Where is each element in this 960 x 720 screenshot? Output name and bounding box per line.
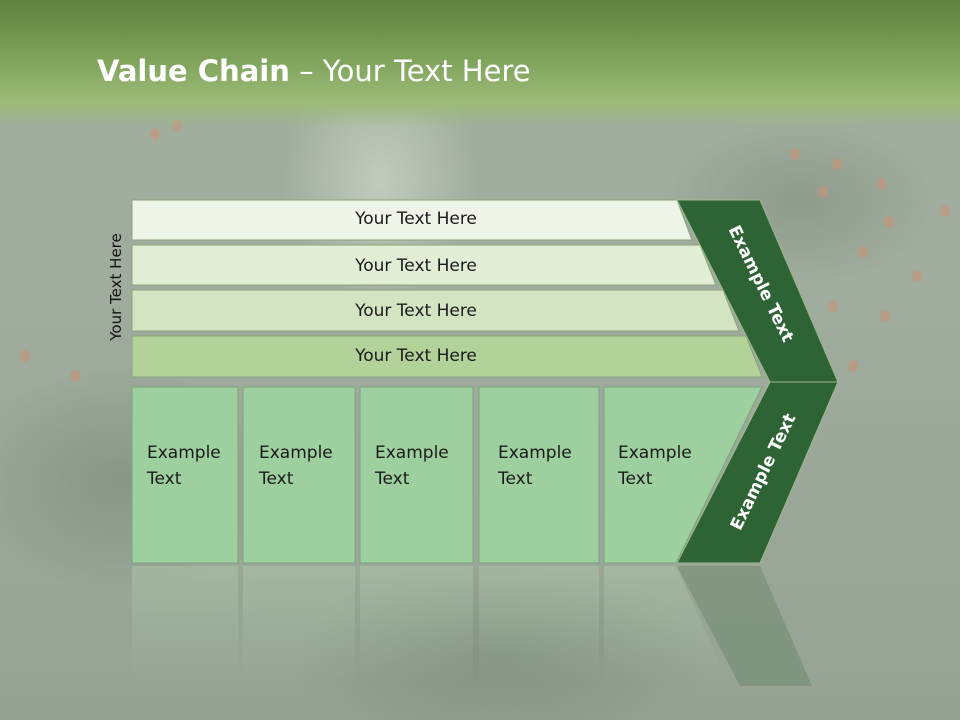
band-4-label: Your Text Here (355, 346, 477, 366)
title-rest: – Your Text Here (289, 54, 531, 88)
flower-decoration (884, 216, 894, 228)
band-2 (131, 244, 717, 286)
flower-decoration (790, 148, 800, 160)
cell-3 (359, 386, 474, 564)
band-1-label: Your Text Here (355, 209, 477, 229)
cell-1 (131, 386, 239, 564)
band-3-label: Your Text Here (355, 301, 477, 321)
diagram-reflection (0, 566, 960, 720)
cell-4 (478, 386, 600, 564)
flower-decoration (912, 270, 922, 282)
cell-1-line1: Example (147, 443, 221, 463)
cell-2-line1: Example (259, 443, 333, 463)
chevron-bottom (676, 381, 839, 564)
cell-3-line2: Text (375, 469, 410, 489)
flower-decoration (876, 178, 886, 190)
flower-decoration (150, 128, 160, 140)
flower-decoration (940, 205, 950, 217)
band-2-label: Your Text Here (355, 256, 477, 276)
band-3 (131, 289, 740, 332)
cell-2-line2: Text (259, 469, 294, 489)
reflection-shapes (132, 566, 812, 686)
slide-title: Value Chain – Your Text Here (97, 54, 531, 88)
flower-decoration (70, 370, 80, 382)
flower-decoration (20, 350, 30, 362)
cell-1-line2: Text (147, 469, 182, 489)
cell-4-line1: Example (498, 443, 572, 463)
band-1 (131, 199, 693, 241)
cell-5-line1: Example (618, 443, 692, 463)
band-4 (131, 335, 763, 378)
title-bold: Value Chain (97, 54, 290, 88)
flower-decoration (818, 186, 828, 198)
cell-4-line2: Text (498, 469, 533, 489)
cell-3-line1: Example (375, 443, 449, 463)
cell-5 (603, 386, 763, 564)
flower-decoration (832, 158, 842, 170)
flower-decoration (858, 246, 868, 258)
cell-2 (242, 386, 356, 564)
flower-decoration (848, 360, 858, 372)
flower-decoration (828, 300, 838, 312)
cell-5-line2: Text (618, 469, 653, 489)
flower-decoration (880, 310, 890, 322)
header-bar (0, 0, 960, 128)
